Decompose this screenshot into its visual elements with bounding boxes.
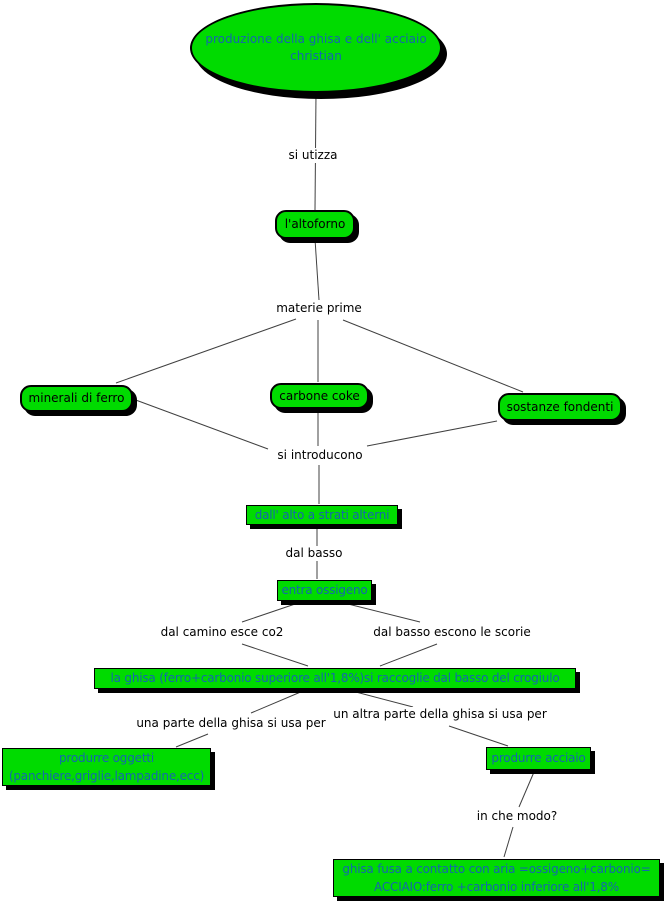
edge-label-un-altra-parte[interactable]: un altra parte della ghisa si usa per bbox=[330, 707, 550, 722]
node-produrre-acciaio[interactable]: produrre acciaio bbox=[486, 747, 591, 770]
produrre-oggetti-line2: (panchiere,griglie,lampadine,ecc) bbox=[8, 769, 205, 783]
node-dall-alto-strati-alterni[interactable]: dall' alto a strati alterni bbox=[246, 505, 398, 525]
edge-label-in-che-modo[interactable]: in che modo? bbox=[473, 809, 561, 824]
node-produrre-oggetti[interactable]: produrre oggetti (panchiere,griglie,lamp… bbox=[2, 748, 211, 786]
edge-label-dal-camino[interactable]: dal camino esce co2 bbox=[157, 625, 287, 640]
title-line2: christian bbox=[290, 49, 342, 63]
node-carbone-coke[interactable]: carbone coke bbox=[270, 383, 369, 409]
edge-label-dal-basso-scorie[interactable]: dal basso escono le scorie bbox=[370, 625, 534, 640]
edge-label-si-utizza[interactable]: si utizza bbox=[285, 148, 341, 163]
node-sostanze-fondenti[interactable]: sostanze fondenti bbox=[498, 393, 622, 421]
edge-label-materie-prime[interactable]: materie prime bbox=[273, 301, 365, 316]
edge-label-si-introducono[interactable]: si introducono bbox=[274, 448, 366, 463]
title-line1: produzione della ghisa e dell' acciaio bbox=[205, 32, 427, 46]
node-title-ellipse[interactable]: produzione della ghisa e dell' acciaio c… bbox=[190, 3, 442, 93]
node-altoforno[interactable]: l'altoforno bbox=[275, 210, 355, 239]
edge-label-una-parte[interactable]: una parte della ghisa si usa per bbox=[133, 716, 329, 731]
ghisa-fusa-line1: ghisa fusa a contatto con aria =ossigeno… bbox=[342, 862, 651, 876]
node-entra-ossigeno[interactable]: entra ossigeno bbox=[277, 580, 372, 601]
node-ghisa-fusa-acciaio[interactable]: ghisa fusa a contatto con aria =ossigeno… bbox=[333, 859, 660, 897]
node-la-ghisa-crogiulo[interactable]: la ghisa (ferro+carbonio superiore all'1… bbox=[94, 668, 576, 689]
node-minerali-di-ferro[interactable]: minerali di ferro bbox=[20, 385, 133, 412]
produrre-oggetti-line1: produrre oggetti bbox=[59, 751, 154, 765]
ghisa-fusa-line2: ACCIAIO:ferro +carbonio inferiore all'1,… bbox=[374, 880, 619, 894]
edge-label-dal-basso[interactable]: dal basso bbox=[282, 546, 346, 561]
